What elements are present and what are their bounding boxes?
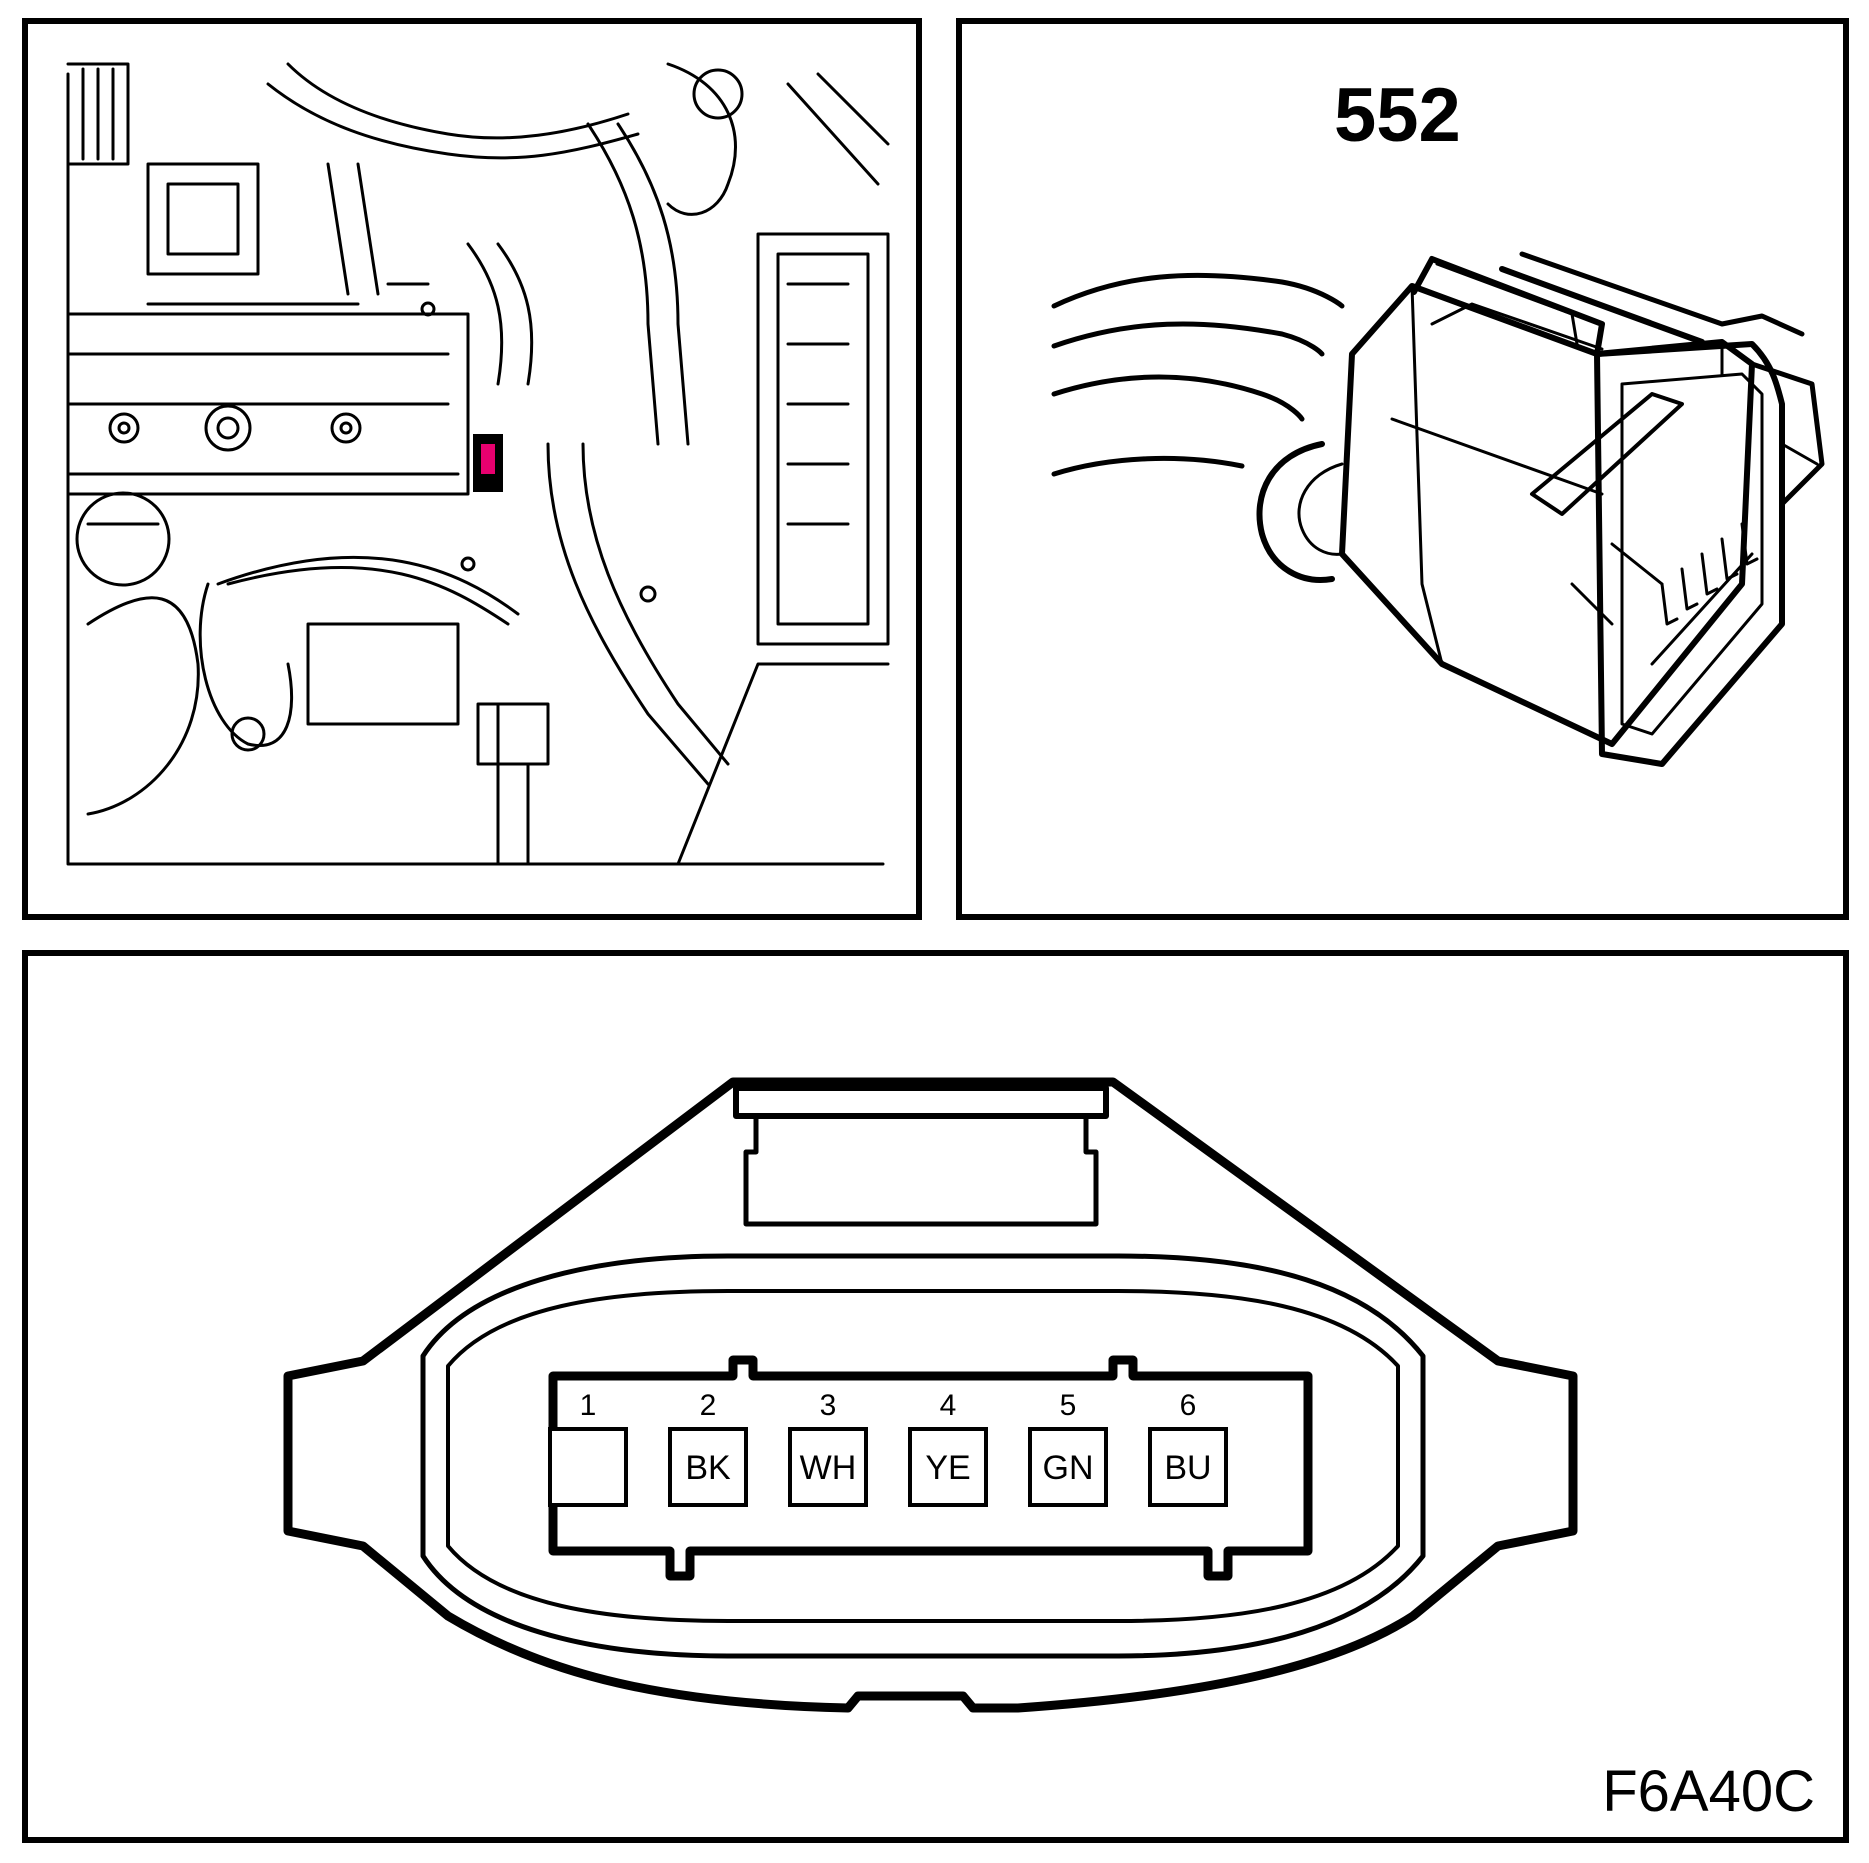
- pin-wire-color: BK: [685, 1449, 731, 1487]
- pin-wire-color: BU: [1164, 1449, 1211, 1487]
- pin-cavity: [668, 1427, 748, 1507]
- pin-cavity: [548, 1427, 628, 1507]
- pin-4: 4YE: [908, 1389, 988, 1507]
- pin-number: 4: [940, 1389, 957, 1422]
- connector-3d-panel: 552: [956, 18, 1849, 920]
- pin-cavity: [1148, 1427, 1228, 1507]
- pin-number: 1: [580, 1389, 597, 1422]
- pin-3: 3WH: [788, 1389, 868, 1507]
- pin-number: 5: [1060, 1389, 1077, 1422]
- pin-wire-color: WH: [800, 1449, 857, 1487]
- connector-highlight: [481, 444, 495, 474]
- connector-face-view: 1 2BK 3WH 4YE 5GN 6BU: [283, 1077, 1578, 1713]
- connector-3d-illustration: [1051, 251, 1825, 767]
- connector-location-marker: [473, 434, 503, 492]
- pin-number: 2: [700, 1389, 717, 1422]
- pin-cavity: [1028, 1427, 1108, 1507]
- figure-id: F6A40C: [1602, 1759, 1815, 1824]
- pin-5: 5GN: [1028, 1389, 1108, 1507]
- pin-wire-color: YE: [925, 1449, 970, 1487]
- engine-bay-illustration: [66, 62, 890, 866]
- engine-bay-locator-panel: [22, 18, 922, 920]
- pin-number: 3: [820, 1389, 837, 1422]
- pin-2: 2BK: [668, 1389, 748, 1507]
- pin-1: 1: [548, 1389, 628, 1507]
- connector-code: 552: [1334, 73, 1461, 158]
- pin-wire-color: GN: [1043, 1449, 1094, 1487]
- pin-6: 6BU: [1148, 1389, 1228, 1507]
- pin-number: 6: [1180, 1389, 1197, 1422]
- pin-cavity: [908, 1427, 988, 1507]
- pin-cavity: [788, 1427, 868, 1507]
